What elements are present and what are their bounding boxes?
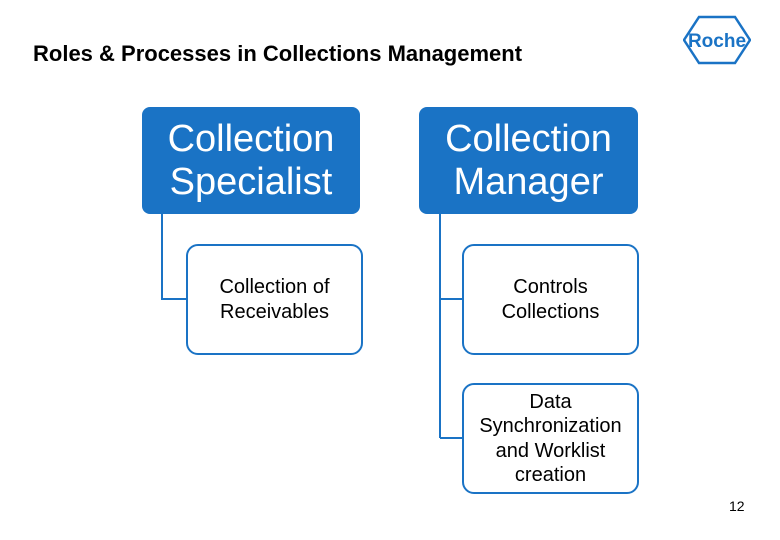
process-collection-of-receivables: Collection of Receivables [186,244,363,355]
process-controls-collections: Controls Collections [462,244,639,355]
logo-text: Roche [688,31,746,52]
connector-specialist-receivables [161,213,186,300]
page-number: 12 [729,498,745,514]
role-collection-specialist: Collection Specialist [142,107,360,214]
roche-logo: Roche [683,15,751,65]
role-collection-manager: Collection Manager [419,107,638,214]
process-data-synchronization: Data Synchronization and Worklist creati… [462,383,639,494]
slide-title: Roles & Processes in Collections Managem… [33,41,523,66]
